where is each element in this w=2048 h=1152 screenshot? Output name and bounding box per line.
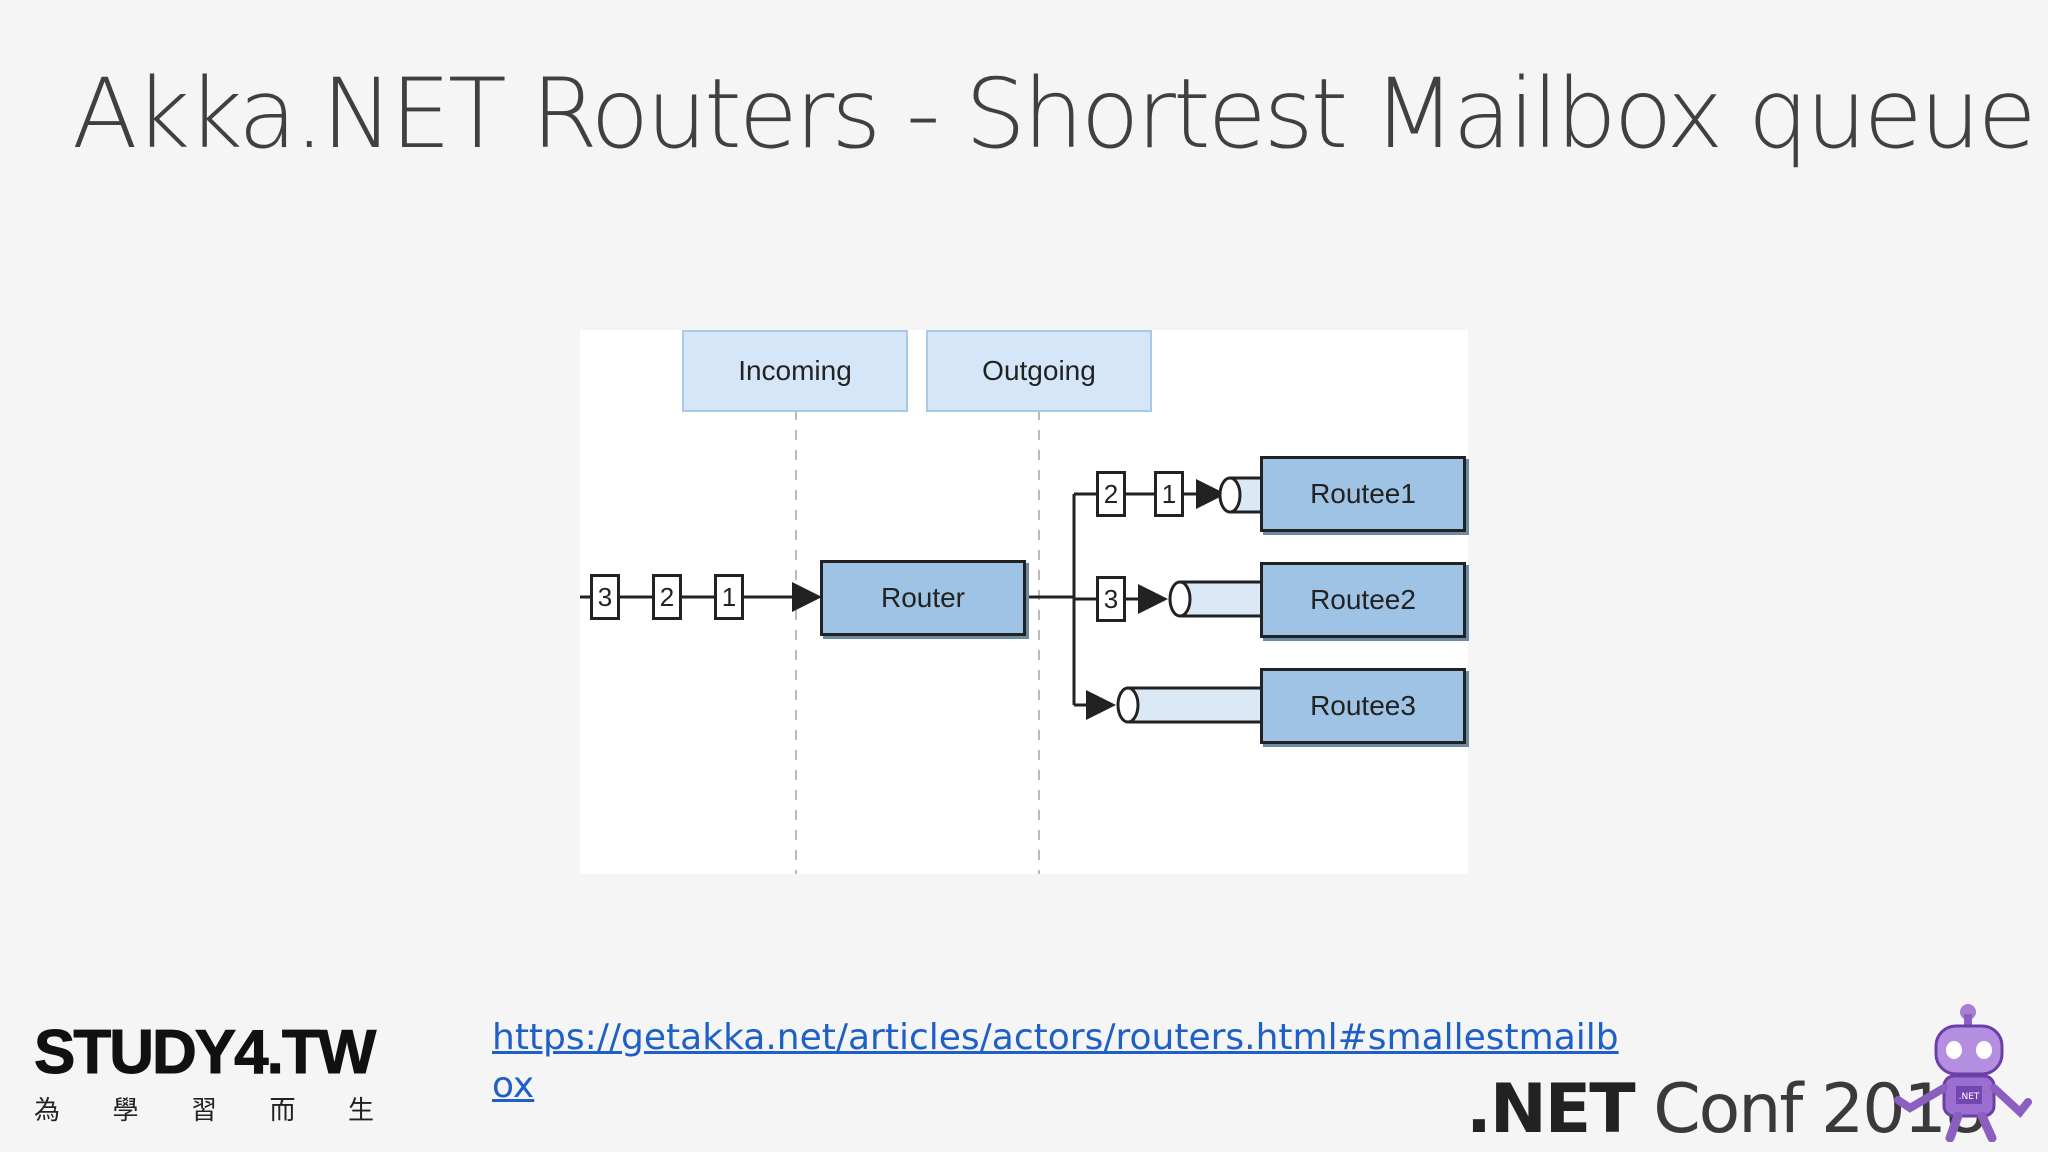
- incoming-message: 1: [714, 574, 744, 620]
- slogan-char: 而: [269, 1096, 296, 1126]
- slogan-char: 學: [112, 1096, 139, 1126]
- lane-header-outgoing: Outgoing: [926, 330, 1152, 412]
- router-diagram: Incoming Outgoing 3 2 1 Router 2 1 3 Rou…: [580, 330, 1468, 874]
- netconf-logo: .NET Conf 2018: [1466, 1070, 1988, 1149]
- routee1-node: Routee1: [1260, 456, 1466, 532]
- routee1-queued-message: 2: [1096, 471, 1126, 517]
- slogan-char: 習: [190, 1096, 217, 1126]
- slide-title: Akka.NET Routers - Shortest Mailbox queu…: [72, 58, 2037, 170]
- incoming-message: 3: [590, 574, 620, 620]
- slogan-char: 為: [34, 1096, 61, 1126]
- incoming-message: 2: [652, 574, 682, 620]
- lane-header-incoming: Incoming: [682, 330, 908, 412]
- bot-badge: .NET: [1959, 1092, 1980, 1102]
- routee2-queued-message: 3: [1096, 576, 1126, 622]
- study4-slogan: 為 學 習 而 生: [34, 1090, 374, 1127]
- routee1-queued-message: 1: [1154, 471, 1184, 517]
- reference-link-line2: ox: [492, 1065, 535, 1106]
- netconf-prefix: .NET: [1466, 1070, 1636, 1149]
- netconf-suffix: Conf 2018: [1653, 1070, 1988, 1149]
- study4-brand: STUDY4.TW: [34, 1018, 377, 1088]
- reference-link[interactable]: https://getakka.net/articles/actors/rout…: [492, 1014, 1619, 1110]
- routee2-node: Routee2: [1260, 562, 1466, 638]
- reference-link-line1: https://getakka.net/articles/actors/rout…: [492, 1017, 1619, 1058]
- routee3-node: Routee3: [1260, 668, 1466, 744]
- dotnet-bot-mascot-icon: .NET: [1894, 1004, 2032, 1142]
- study4-logo: STUDY4.TW 為 學 習 而 生: [34, 1018, 384, 1127]
- slogan-char: 生: [347, 1096, 374, 1126]
- router-node: Router: [820, 560, 1026, 636]
